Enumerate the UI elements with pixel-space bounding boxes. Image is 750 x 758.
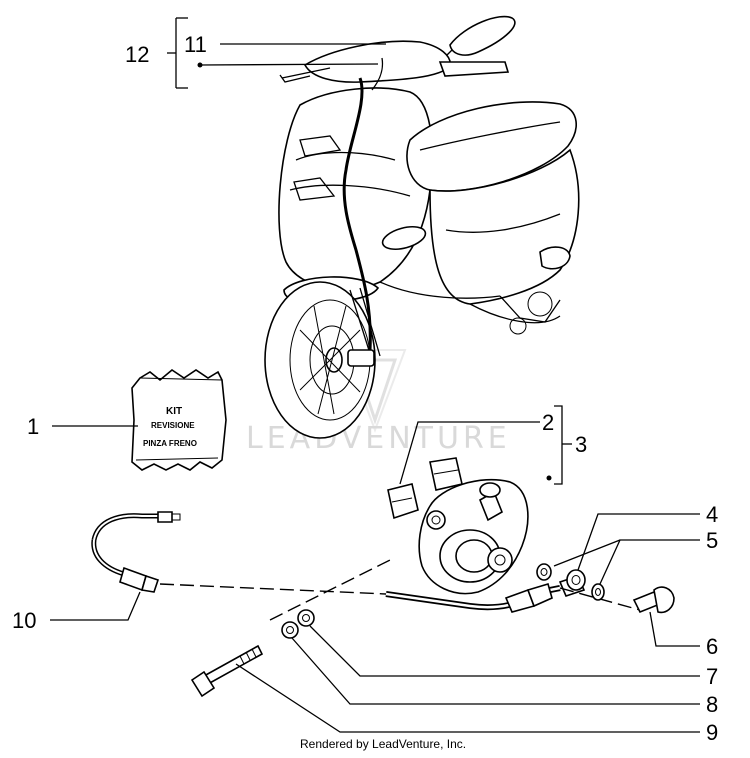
washer-5b bbox=[591, 583, 605, 601]
callout-9: 9 bbox=[706, 720, 718, 745]
washer-7 bbox=[297, 609, 315, 627]
kit-label-3: PINZA FRENO bbox=[143, 439, 197, 448]
callout-7: 7 bbox=[706, 664, 718, 689]
callout-5: 5 bbox=[706, 528, 718, 553]
callout-10: 10 bbox=[12, 608, 36, 633]
brake-hose-10 bbox=[91, 511, 181, 593]
washer-8 bbox=[281, 621, 299, 639]
alignment-lines bbox=[159, 559, 641, 621]
banjo-fitting-4 bbox=[566, 569, 586, 591]
washer-5a bbox=[536, 563, 552, 581]
kit-label-2: REVISIONE bbox=[151, 421, 195, 430]
callout-4: 4 bbox=[706, 502, 718, 527]
callout-3: 3 bbox=[575, 432, 587, 457]
brake-pads bbox=[387, 457, 463, 520]
callout-1: 1 bbox=[27, 414, 39, 439]
callout-8: 8 bbox=[706, 692, 718, 717]
callout-12: 12 bbox=[125, 42, 149, 67]
callout-2: 2 bbox=[542, 410, 554, 435]
footer-credit: Rendered by LeadVenture, Inc. bbox=[300, 737, 466, 751]
kit-bag: KIT REVISIONE PINZA FRENO bbox=[131, 369, 227, 471]
kit-label-1: KIT bbox=[166, 406, 182, 417]
callout-11: 11 bbox=[184, 32, 207, 57]
brake-caliper bbox=[418, 478, 529, 595]
leader-lines bbox=[50, 17, 700, 733]
scooter-illustration bbox=[264, 15, 580, 439]
banjo-hardware bbox=[536, 563, 675, 614]
watermark-text: LEADVENTURE bbox=[246, 421, 511, 456]
callout-numbers: 12 11 1 2 3 4 5 6 7 8 9 10 bbox=[12, 32, 718, 745]
mount-hardware bbox=[190, 609, 315, 698]
callout-6: 6 bbox=[706, 634, 718, 659]
